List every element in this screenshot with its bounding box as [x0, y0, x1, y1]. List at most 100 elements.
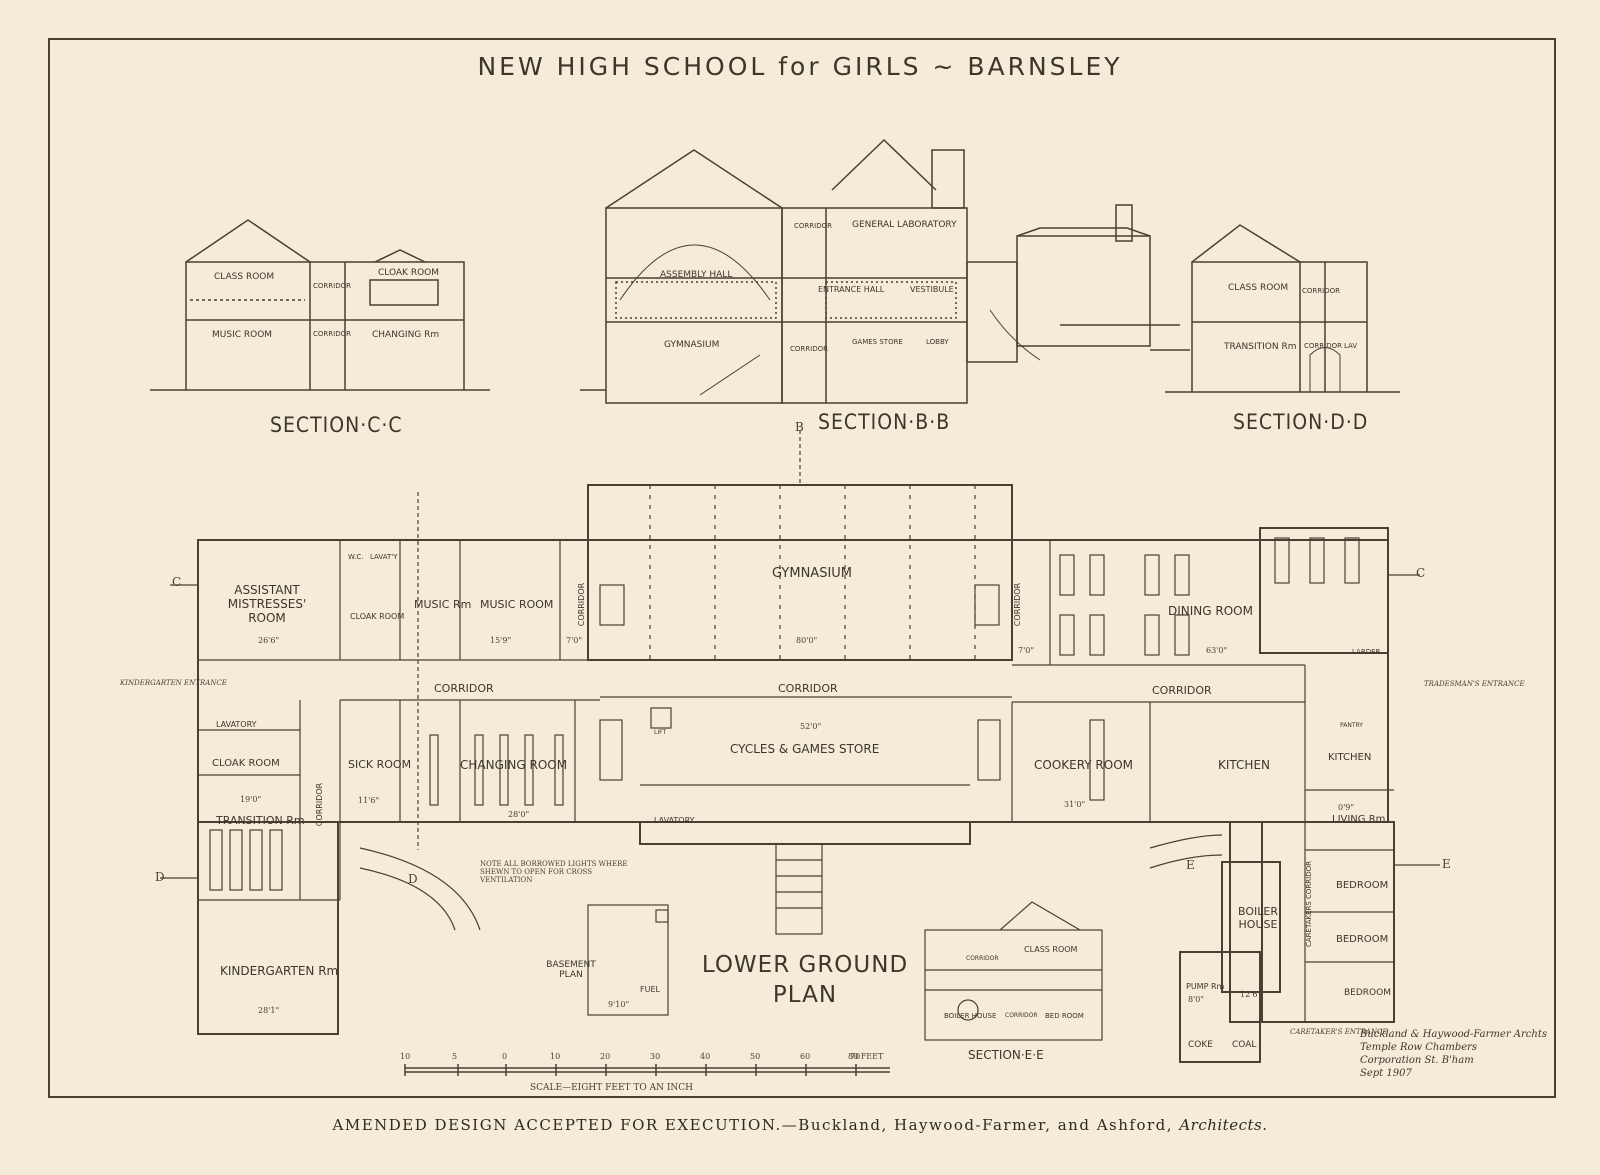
bb-games-store: GAMES STORE — [852, 338, 903, 346]
plan-note: NOTE ALL BORROWED LIGHTS WHERE SHEWN TO … — [480, 860, 628, 884]
sheet-border — [48, 38, 1556, 1098]
kindergarten-entrance: KINDERGARTEN ENTRANCE — [120, 679, 227, 687]
cc-corridor: CORRIDOR — [313, 282, 351, 290]
marker-d-left: D — [155, 870, 165, 884]
tradesmans-entrance: TRADESMAN'S ENTRANCE — [1424, 680, 1525, 688]
plan-corridor-vertical-1: CORRIDOR — [577, 582, 587, 627]
bb-entrance-hall: ENTRANCE HALL — [818, 285, 885, 294]
dim-music: 15'9" — [490, 636, 512, 645]
plan-pump-room: PUMP Rm — [1186, 982, 1225, 991]
plan-coke: COKE — [1188, 1040, 1213, 1050]
cc-corridor-2: CORRIDOR — [313, 330, 351, 338]
section-cc-drawing — [150, 219, 490, 391]
scale-label: SCALE—EIGHT FEET TO AN INCH — [530, 1083, 694, 1093]
section-dd-label: SECTION·D·D — [1233, 410, 1369, 434]
marker-c-right: C — [1416, 566, 1426, 580]
section-cc-label: SECTION·C·C — [270, 413, 403, 437]
plan-lavatory-2: LAVATORY — [654, 816, 695, 825]
scale-bar-graphic — [404, 1064, 890, 1076]
cc-cloak-room: CLOAK ROOM — [378, 268, 440, 278]
scale-tick-label: 50 — [750, 1052, 761, 1061]
scale-tick-label: 5 — [452, 1052, 458, 1061]
plan-cookery-room: COOKERY ROOM — [1034, 758, 1134, 772]
ee-bed-room: BED ROOM — [1045, 1012, 1084, 1020]
marker-c-left: C — [172, 575, 182, 589]
scale-tick-label: 40 — [700, 1052, 711, 1061]
scale-tick-label: 10 — [550, 1052, 561, 1061]
section-dd-drawing — [1165, 224, 1400, 393]
dd-corridor: CORRIDOR — [1302, 287, 1340, 295]
scale-tick-label: 70 — [850, 1052, 861, 1061]
plan-bedroom-3: BEDROOM — [1344, 988, 1391, 998]
plan-caretakers-corridor: CARETAKERS CORRIDOR — [1304, 861, 1313, 947]
dim-corridor-1: 7'0" — [566, 636, 583, 645]
cc-music-room: MUSIC ROOM — [212, 330, 273, 340]
bb-corridor: CORRIDOR — [794, 222, 832, 230]
plan-kindergarten-room: KINDERGARTEN Rm — [220, 964, 339, 978]
drawing-title: NEW HIGH SCHOOL for GIRLS ~ BARNSLEY — [477, 52, 1123, 81]
scale-tick-label: 30 — [650, 1052, 661, 1061]
caption-architects: Architects. — [1179, 1116, 1268, 1134]
plan-cloak-room-2: CLOAK ROOM — [212, 758, 280, 769]
plan-pantry: PANTRY — [1340, 722, 1363, 729]
section-bb-drawing — [580, 138, 1190, 404]
signature-line-1: Buckland & Haywood-Farmer Archts — [1360, 1029, 1547, 1040]
dim-gymnasium: 80'0" — [796, 636, 818, 645]
plan-lavatory-small: LAVAT'Y — [370, 553, 398, 561]
plan-bedroom-2: BEDROOM — [1336, 934, 1389, 945]
dim-living: 0'9" — [1338, 803, 1355, 812]
cc-changing-room: CHANGING Rm — [372, 330, 440, 340]
plan-kitchen-2: KITCHEN — [1328, 752, 1372, 763]
drawing-caption: AMENDED DESIGN ACCEPTED FOR EXECUTION.—B… — [0, 1116, 1600, 1134]
bb-vestibule: VESTIBULE — [910, 285, 954, 294]
plan-title-line-1: LOWER GROUND — [701, 952, 909, 978]
architect-signature: Buckland & Haywood-Farmer Archts Temple … — [1360, 1028, 1547, 1080]
signature-line-3: Corporation St. B'ham — [1360, 1055, 1474, 1066]
plan-bedroom-1: BEDROOM — [1336, 880, 1389, 891]
plan-coal: COAL — [1232, 1040, 1257, 1050]
caretakers-entrance: CARETAKER'S ENTRANCE — [1290, 1028, 1388, 1036]
plan-corridor-vertical-2: CORRIDOR — [1013, 582, 1023, 627]
dim-dining: 63'0" — [1206, 646, 1228, 655]
plan-wc-1: W.C. — [348, 553, 364, 561]
dim-pump: 8'0" — [1188, 995, 1205, 1004]
plan-music-room-1: MUSIC Rm — [414, 598, 472, 611]
plan-corridor-right: CORRIDOR — [1152, 684, 1212, 697]
plan-title: LOWER GROUND PLAN — [700, 950, 910, 1010]
plan-kitchen-1: KITCHEN — [1218, 758, 1270, 772]
plan-larder: LARDER — [1352, 648, 1381, 656]
bb-corridor-2: CORRIDOR — [790, 345, 828, 353]
dim-boiler: 12'6" — [1240, 990, 1262, 999]
dim-cycles: 52'0" — [800, 722, 822, 731]
ee-corridor-2: CORRIDOR — [1005, 1012, 1038, 1019]
scale-tick-label: 60 — [800, 1052, 811, 1061]
dd-corridor-2: CORRIDOR — [1304, 342, 1342, 350]
caption-main: AMENDED DESIGN ACCEPTED FOR EXECUTION.—B… — [332, 1116, 1174, 1134]
plan-living-room: LIVING Rm — [1332, 814, 1386, 825]
signature-line-2: Temple Row Chambers — [1360, 1042, 1478, 1053]
plan-gymnasium: GYMNASIUM — [772, 566, 853, 581]
section-ee-label: SECTION·E·E — [968, 1048, 1044, 1062]
dim-sick: 11'6" — [358, 796, 380, 805]
bb-general-laboratory: GENERAL LABORATORY — [852, 220, 957, 230]
plan-title-line-2: PLAN — [772, 982, 838, 1008]
plan-transition-room: TRANSITION Rm — [216, 814, 305, 827]
plan-sick-room: SICK ROOM — [348, 758, 412, 771]
section-bb-label: SECTION·B·B — [818, 410, 951, 434]
dim-transition: 19'0" — [240, 795, 262, 804]
plan-lavatory-1: LAVATORY — [216, 720, 257, 729]
cc-class-room: CLASS ROOM — [214, 272, 275, 282]
dim-kindergarten: 28'1" — [258, 1006, 280, 1015]
dim-cookery: 31'0" — [1064, 800, 1086, 809]
signature-line-4: Sept 1907 — [1360, 1068, 1412, 1079]
scale-tick-label: 20 — [600, 1052, 611, 1061]
dim-assistant: 26'6" — [258, 636, 280, 645]
marker-e-right: E — [1442, 857, 1451, 871]
dd-lav: LAV — [1344, 342, 1358, 350]
plan-corridor-vertical: CORRIDOR — [315, 782, 325, 827]
bb-gymnasium: GYMNASIUM — [664, 340, 720, 350]
ee-class-room: CLASS ROOM — [1024, 945, 1078, 954]
dd-class-room: CLASS ROOM — [1228, 283, 1289, 293]
